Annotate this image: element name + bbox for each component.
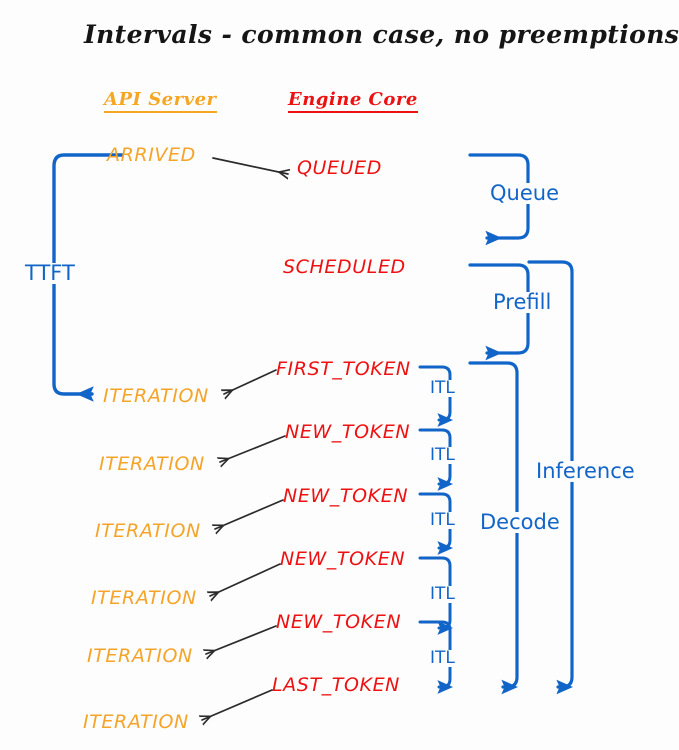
- diagram-title: Intervals - common case, no preemptions: [84, 20, 679, 49]
- event-iteration-5: ITERATION: [87, 645, 193, 667]
- event-scheduled: SCHEDULED: [283, 256, 406, 278]
- token-to-iteration-arrow-1: [224, 369, 277, 394]
- event-arrived: ARRIVED: [107, 144, 196, 166]
- token-to-iteration-arrow-5: [206, 625, 277, 654]
- interval-label-itl-2: ITL: [427, 447, 458, 464]
- interval-label-itl-5: ITL: [427, 650, 458, 667]
- interval-label-decode: Decode: [477, 512, 563, 533]
- column-header-engine-core: Engine Core: [288, 91, 418, 113]
- event-iteration-6: ITERATION: [83, 711, 189, 733]
- arrived-to-queued-arrow: [212, 157, 288, 174]
- interval-label-itl-1: ITL: [427, 380, 458, 397]
- event-last-token: LAST_TOKEN: [272, 674, 400, 696]
- interval-label-itl-4: ITL: [427, 586, 458, 603]
- interval-label-itl-3: ITL: [427, 512, 458, 529]
- interval-label-inference: Inference: [533, 461, 638, 482]
- token-to-iteration-arrow-6: [202, 689, 273, 720]
- token-to-iteration-arrow-2: [220, 435, 286, 462]
- event-iteration-2: ITERATION: [99, 453, 205, 475]
- event-first-token: FIRST_TOKEN: [276, 358, 411, 380]
- token-to-iteration-arrow-4: [210, 563, 281, 596]
- event-new-token-3: NEW_TOKEN: [280, 548, 406, 570]
- interval-label-ttft: TTFT: [22, 263, 78, 284]
- interval-label-queue: Queue: [487, 183, 562, 204]
- interval-label-prefill: Prefill: [490, 292, 555, 313]
- event-iteration-4: ITERATION: [91, 587, 197, 609]
- event-iteration-3: ITERATION: [95, 520, 201, 542]
- event-iteration-1: ITERATION: [103, 385, 209, 407]
- token-to-iteration-arrow-3: [215, 499, 284, 529]
- event-new-token-4: NEW_TOKEN: [276, 611, 402, 633]
- event-queued: QUEUED: [297, 157, 383, 179]
- column-header-api-server: API Server: [104, 91, 217, 113]
- event-new-token-1: NEW_TOKEN: [285, 421, 411, 443]
- event-new-token-2: NEW_TOKEN: [283, 485, 409, 507]
